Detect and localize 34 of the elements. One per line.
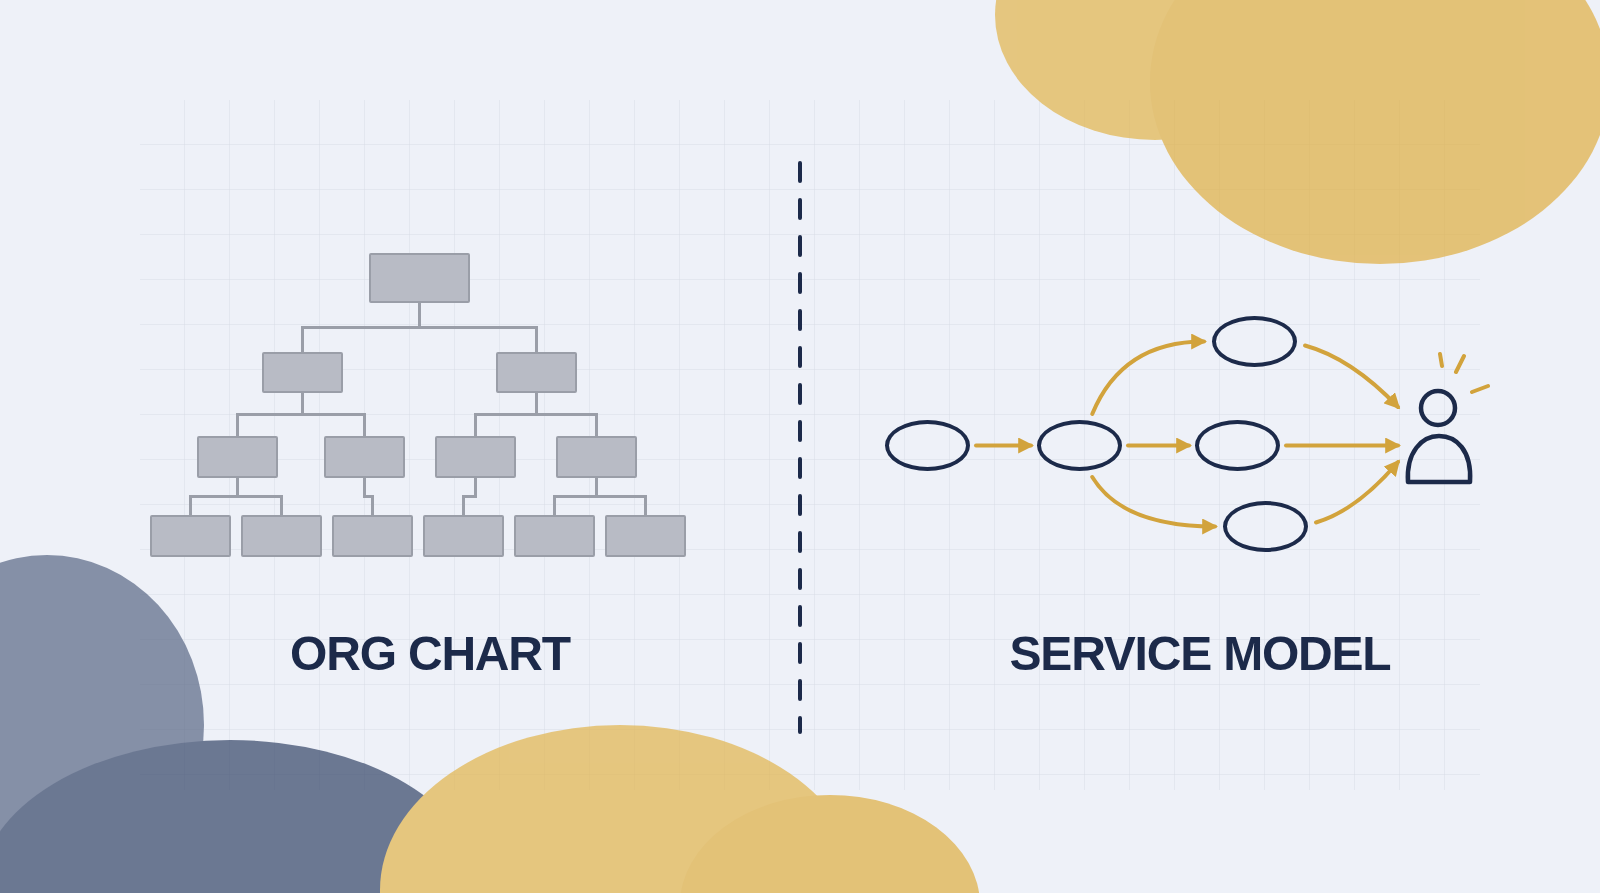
connector-line	[363, 476, 374, 517]
arrow	[974, 437, 1035, 454]
org-box	[262, 352, 343, 393]
connector-line	[301, 391, 366, 438]
oval-node	[1037, 420, 1122, 471]
org-box	[332, 515, 413, 557]
arrow	[1126, 437, 1193, 454]
connector-line	[462, 476, 477, 517]
org-box	[605, 515, 686, 557]
org-box	[556, 436, 637, 478]
connector-line	[535, 391, 598, 438]
org-box	[324, 436, 405, 478]
org-box	[514, 515, 595, 557]
org-box	[150, 515, 231, 557]
oval-node	[1212, 316, 1297, 367]
org-box	[241, 515, 322, 557]
arrow	[1090, 475, 1219, 535]
oval-node	[1195, 420, 1280, 471]
org-box	[369, 253, 470, 303]
arrow	[1284, 437, 1402, 454]
connector-line	[418, 301, 538, 354]
connector-line	[236, 476, 283, 517]
connector-line	[595, 476, 647, 517]
org-box	[435, 436, 516, 478]
org-box	[423, 515, 504, 557]
oval-node	[885, 420, 970, 471]
oval-node	[1223, 501, 1308, 552]
section-title: SERVICE MODEL	[1008, 626, 1392, 682]
arrow	[1314, 459, 1401, 525]
section-title: ORG CHART	[289, 626, 572, 682]
org-box	[496, 352, 577, 393]
org-box	[197, 436, 278, 478]
arrow	[1090, 334, 1208, 416]
arrow	[1303, 343, 1401, 410]
